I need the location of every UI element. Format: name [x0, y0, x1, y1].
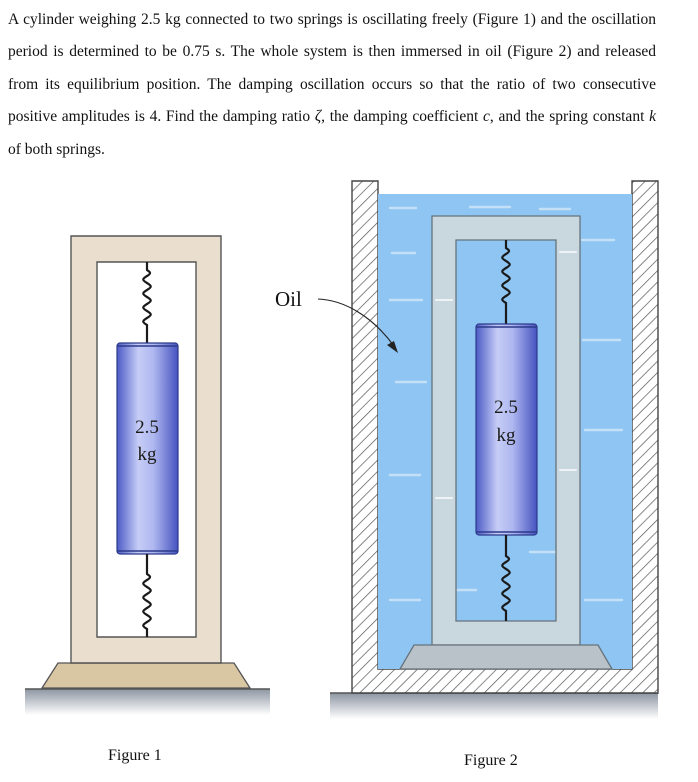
fig1-bottom-spring	[142, 554, 152, 637]
fig1-caption: Figure 1	[108, 747, 162, 764]
fig2-top-spring	[501, 240, 511, 326]
fig1-top-spring	[142, 262, 152, 345]
fig1-mass-unit: kg	[138, 444, 158, 465]
fig1-base	[40, 662, 252, 689]
problem-text-3: , and the spring constant	[489, 108, 650, 126]
fig2-oil-arrowhead	[387, 341, 398, 353]
fig2-oil-arrow	[317, 298, 395, 347]
fig2-base	[398, 644, 614, 670]
symbol-k: k	[649, 108, 656, 126]
problem-text-1: A cylinder weighing 2.5 kg connected to …	[8, 11, 656, 126]
figure-1: 2.5 kg Figure 1	[25, 235, 270, 764]
fig2-mass-unit: kg	[497, 425, 517, 446]
fig2-mass-value: 2.5	[494, 397, 518, 418]
problem-text-4: of both springs.	[8, 140, 105, 158]
symbol-c: c	[483, 108, 490, 126]
fig2-frame-streaks	[435, 251, 577, 499]
fig1-frame	[70, 235, 222, 664]
fig2-caption: Figure 2	[464, 752, 518, 769]
problem-statement: A cylinder weighing 2.5 kg connected to …	[8, 4, 656, 166]
fig2-oil-label: Oil	[275, 287, 302, 311]
fig2-bottom-spring	[501, 535, 511, 621]
figure-2: 2.5 kg Oil Figure 2	[275, 180, 659, 769]
fig1-mass-value: 2.5	[135, 417, 159, 438]
fig1-ground-shadow	[25, 689, 270, 715]
problem-text-2: , the damping coefficient	[321, 108, 484, 126]
zeta-symbol: ζ	[314, 108, 322, 126]
fig2-ground-shadow	[330, 693, 658, 719]
